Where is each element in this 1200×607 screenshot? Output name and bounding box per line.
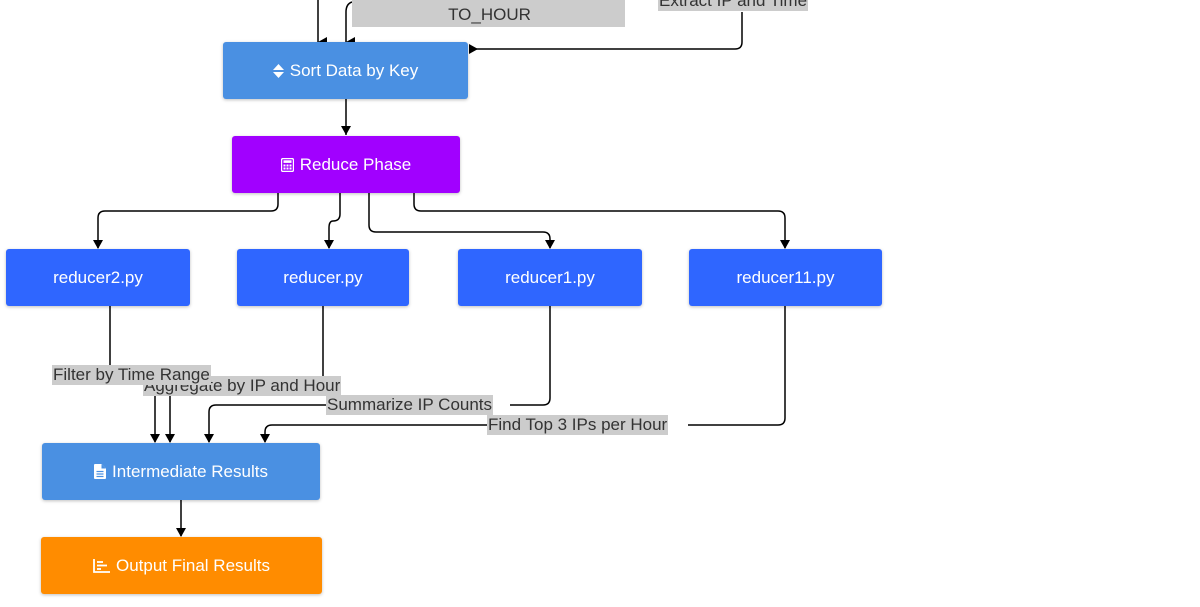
reduce-label: Reduce Phase [299, 154, 412, 174]
label-top-partial [352, 0, 625, 27]
edge-reduce-to-reducer [328, 193, 341, 248]
reducer2-node[interactable]: reducer2.py [6, 249, 190, 306]
reducer11-label: reducer11.py [736, 267, 835, 287]
reducer2-label: reducer2.py [53, 267, 143, 287]
edge-reducer1-to-intermediate [208, 306, 551, 442]
arrowhead-output [176, 528, 186, 537]
reduce-node[interactable]: Reduce Phase [232, 136, 460, 193]
file-icon [94, 464, 107, 479]
edge-in-2 [345, 1, 355, 47]
edge-reduce-to-reducer11 [413, 193, 786, 248]
arrowhead-reducer [324, 240, 334, 249]
edge-reduce-to-reducer1 [368, 193, 551, 248]
reducer-label: reducer.py [283, 267, 363, 287]
sort-node[interactable]: Sort Data by Key [223, 42, 468, 99]
reducer1-label: reducer1.py [505, 267, 595, 287]
arrowhead-int-1 [150, 434, 160, 443]
intermediate-label: Intermediate Results [112, 461, 268, 481]
reducer1-node[interactable]: reducer1.py [458, 249, 642, 306]
calculator-icon [280, 157, 294, 172]
edge-reduce-to-reducer2 [97, 193, 279, 248]
arrowhead-reduce [341, 126, 351, 135]
reducer11-node[interactable]: reducer11.py [689, 249, 882, 306]
label-find-top3: Find Top 3 IPs per Hour [487, 415, 669, 435]
sort-icon [272, 63, 284, 78]
output-node[interactable]: Output Final Results [41, 537, 322, 594]
arrowhead-int-2 [165, 434, 175, 443]
chart-icon [93, 558, 110, 573]
label-extract-ip-time: Extract IP and Time [658, 0, 809, 11]
arrowhead-int-3 [204, 434, 214, 443]
reducer-node[interactable]: reducer.py [237, 249, 409, 306]
label-filter-time-range: Filter by Time Range [52, 365, 211, 385]
arrowhead-int-4 [260, 434, 270, 443]
output-label: Output Final Results [115, 555, 270, 575]
label-summarize-ip-counts: Summarize IP Counts [326, 395, 494, 415]
label-to-hour: TO_HOUR [448, 5, 531, 24]
arrowhead-reducer2 [93, 240, 103, 249]
arrowhead-reducer1 [545, 240, 555, 249]
intermediate-node[interactable]: Intermediate Results [42, 443, 320, 500]
edge-reducer11-to-intermediate [264, 306, 786, 442]
arrowhead-reducer11 [780, 240, 790, 249]
edge-extract-to-sort [469, 12, 743, 54]
sort-label: Sort Data by Key [289, 60, 419, 80]
